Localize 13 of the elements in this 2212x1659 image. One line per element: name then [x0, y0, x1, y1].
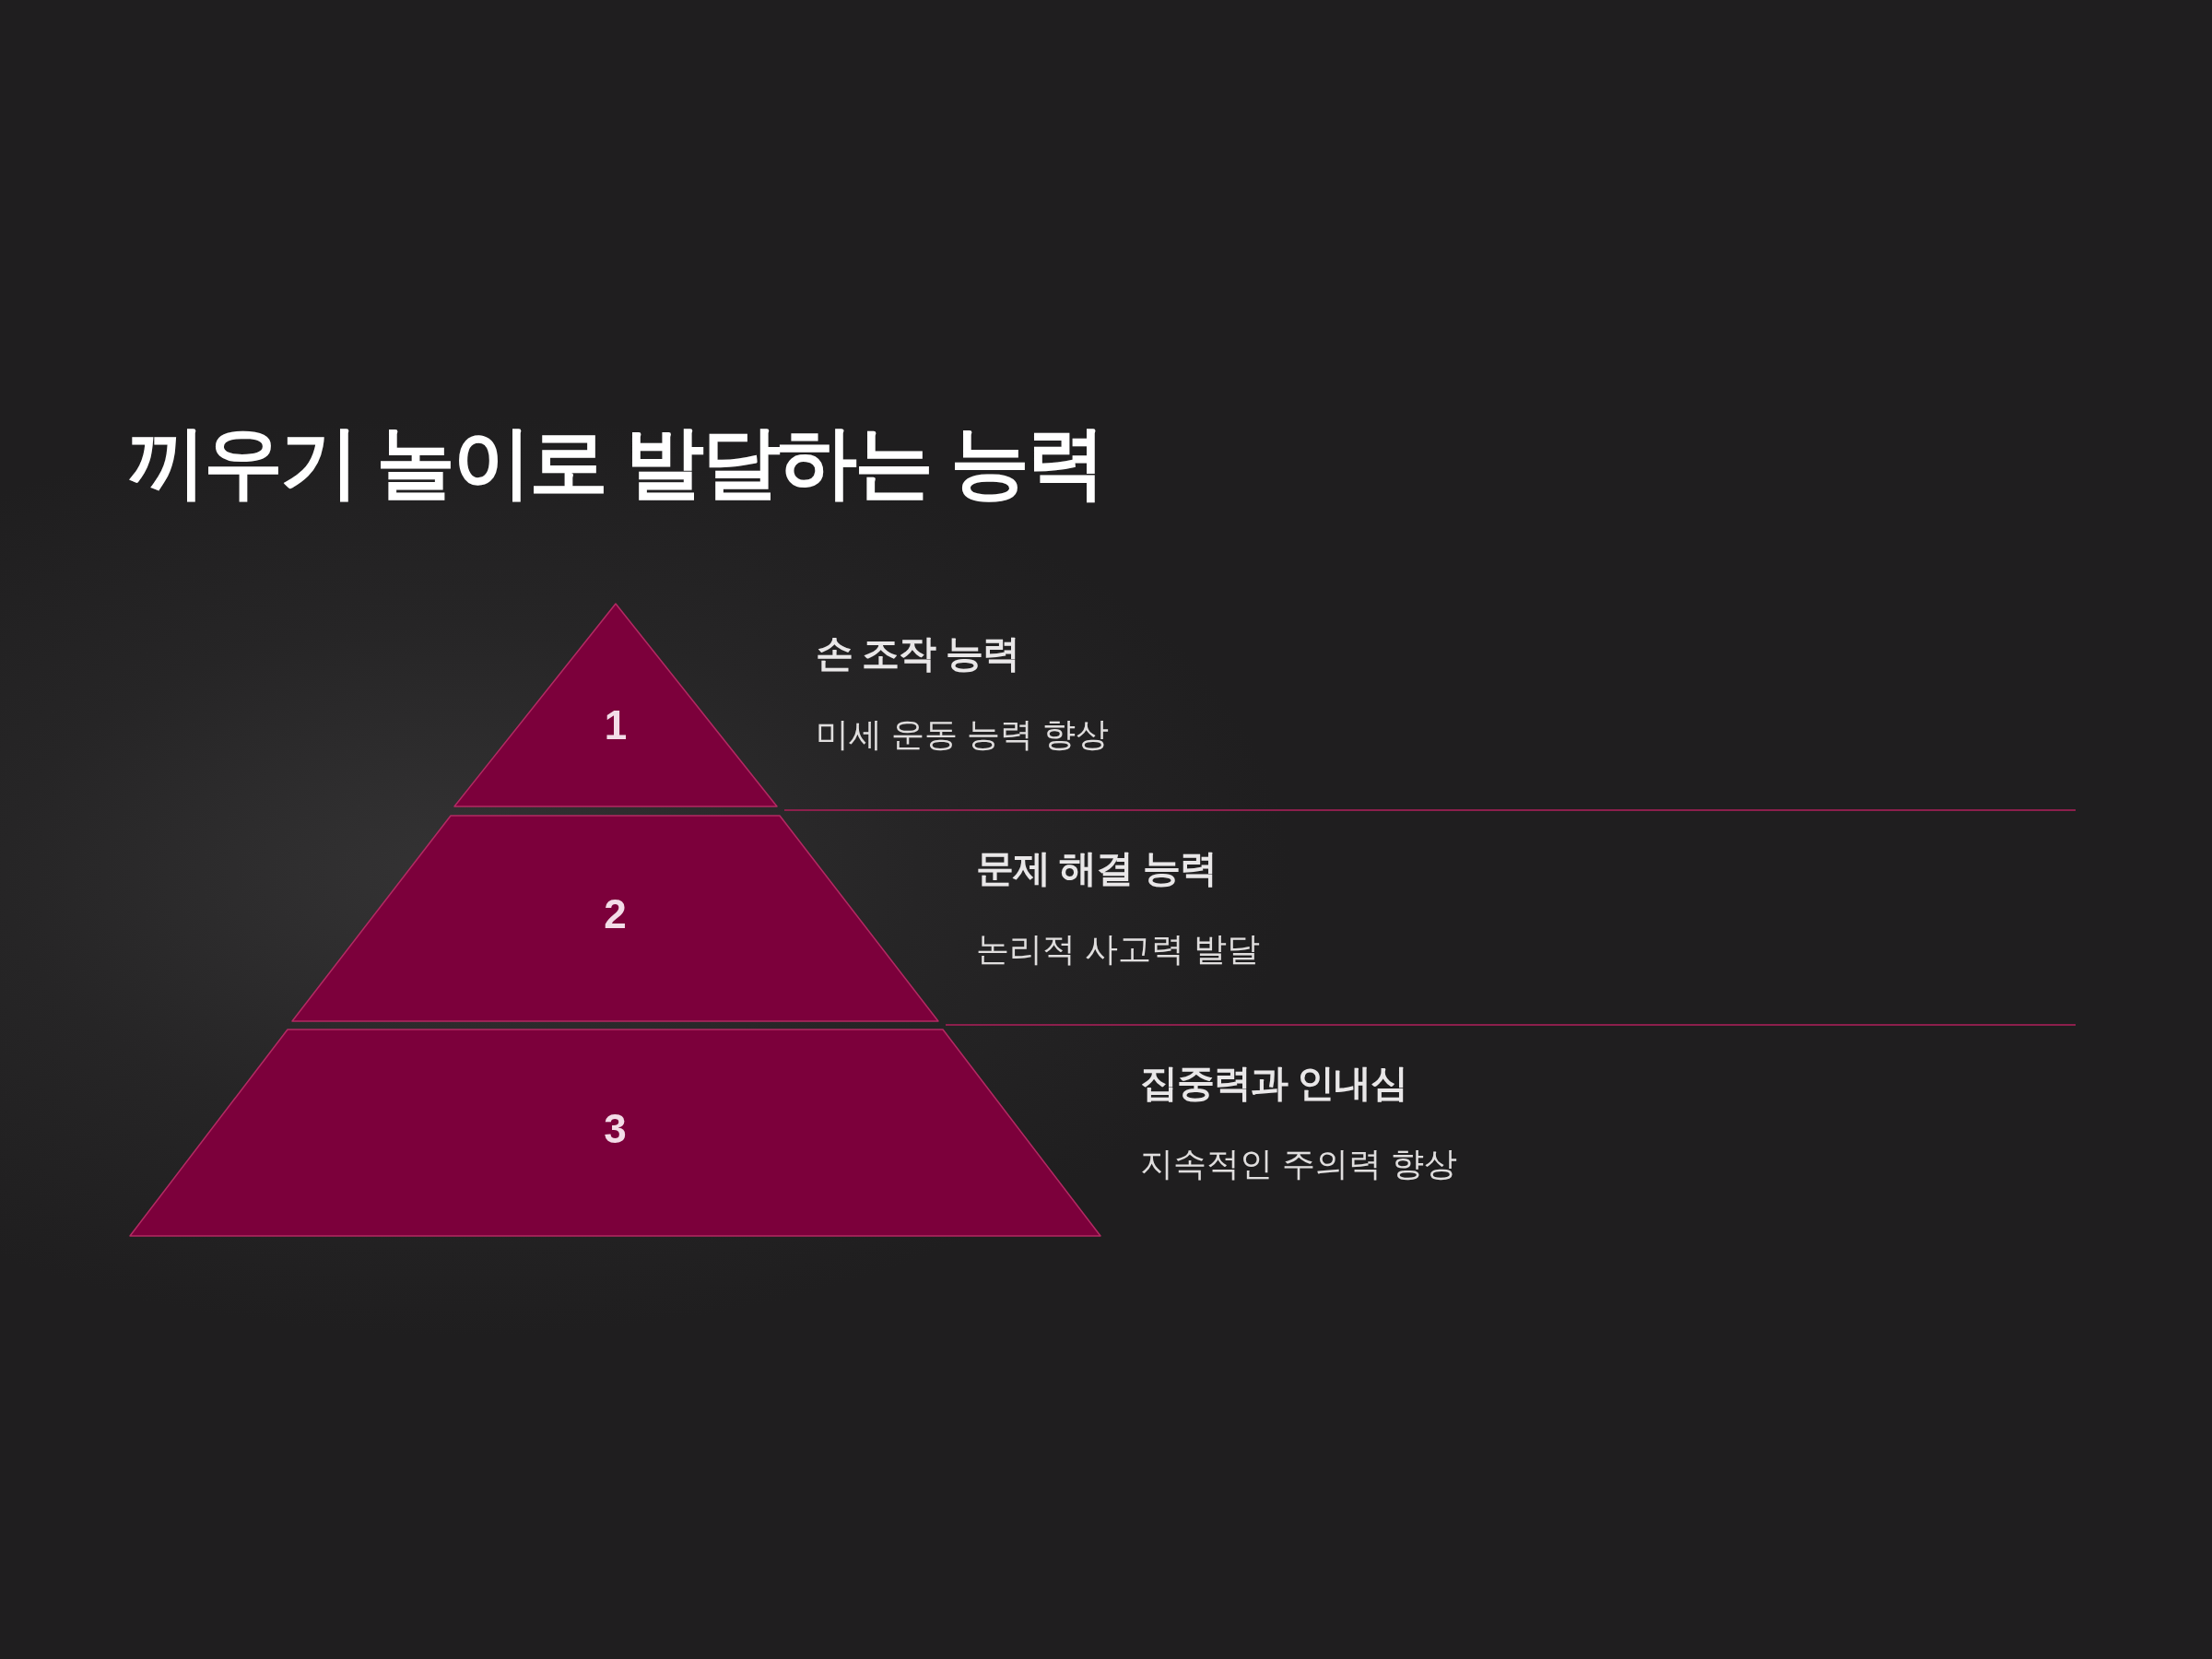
layer-number: 1 — [604, 705, 628, 746]
pyramid-layer — [130, 1030, 1100, 1236]
layer-heading: 집중력과 인내심 — [1140, 1061, 1408, 1107]
layer-description: 미세 운동 능력 향상 — [816, 714, 1109, 755]
title: 끼우기 놀이로 발달하는 능력 — [127, 417, 1103, 508]
pyramid-layer — [454, 604, 777, 806]
pyramid-layer — [292, 816, 938, 1021]
layer-description: 지속적인 주의력 향상 — [1140, 1144, 1457, 1184]
layer-number: 3 — [604, 1108, 627, 1149]
layer-number: 2 — [604, 894, 627, 935]
layer-heading: 손 조작 능력 — [816, 631, 1019, 677]
layer-heading: 문제 해결 능력 — [976, 846, 1217, 892]
layer-description: 논리적 사고력 발달 — [976, 929, 1260, 970]
